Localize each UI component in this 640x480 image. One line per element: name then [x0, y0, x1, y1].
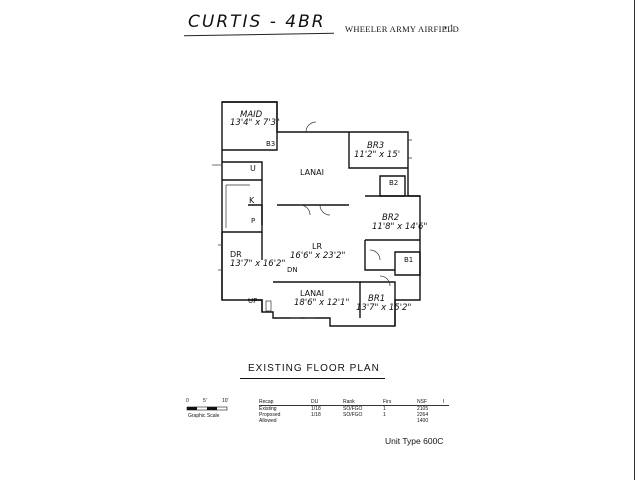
table-row: Proposed 1/18 SO/FGO 1 2264	[259, 412, 449, 418]
scale-tick-label: 10'	[222, 398, 229, 404]
table-header: NSF	[417, 399, 443, 406]
br1-wall	[360, 281, 396, 326]
door-swing	[299, 204, 311, 216]
kitchen-counter	[225, 184, 250, 228]
room-label-maid: MAID	[240, 110, 263, 120]
maid-room-wall	[222, 101, 278, 151]
table-cell: 1	[383, 412, 386, 418]
room-label-br2: BR2	[382, 213, 400, 223]
kitchen-wall	[222, 180, 263, 233]
room-dims-br1: 13'7" x 15'2"	[356, 303, 412, 313]
utility-wall	[222, 161, 263, 181]
room-label-lanai-bottom: LANAI	[300, 289, 324, 298]
pantry-wall	[248, 204, 263, 225]
stair-up	[248, 299, 263, 312]
room-label-br3: BR3	[367, 141, 385, 151]
table-cell: 1400	[417, 418, 429, 424]
handwritten-title: CURTIS - 4BR	[188, 12, 326, 32]
room-dims-maid: 13'4" x 7'3"	[230, 118, 280, 128]
table-header: I	[443, 399, 449, 406]
room-dims-br3: 11'2" x 15'	[354, 150, 401, 160]
table-row: Existing 1/18 SO/FGO 1 2105	[259, 406, 449, 413]
page-mark: • 1	[444, 23, 454, 33]
table-cell: 2264	[417, 412, 429, 418]
window	[408, 139, 412, 159]
room-dims-lanai-bottom: 18'6" x 12'1"	[294, 298, 350, 308]
br2-wall	[365, 195, 420, 241]
room-dims-dr: 13'7" x 16'2"	[230, 259, 286, 269]
scale-tick-label: 0	[186, 398, 189, 404]
table-cell	[311, 418, 343, 424]
caption-underline	[240, 378, 385, 379]
room-label-lr: LR	[312, 242, 323, 251]
room-label-lanai-top: LANAI	[300, 168, 324, 177]
door-swing	[369, 249, 381, 261]
project-header: WHEELER ARMY AIRFIELD	[345, 24, 460, 34]
table-cell: 1/18	[311, 412, 321, 418]
room-label-k: K	[249, 196, 255, 205]
scale-label: Graphic Scale	[188, 413, 220, 419]
stair-treads	[265, 300, 272, 312]
door-swing	[319, 204, 331, 216]
table-cell: 2105	[417, 406, 429, 412]
room-label-br1: BR1	[368, 294, 386, 304]
table-cell: SO/FGO	[343, 406, 363, 412]
table-cell: SO/FGO	[343, 412, 363, 418]
room-label-b3: B3	[266, 140, 276, 148]
table-row: Allowed 1400	[259, 418, 449, 424]
room-label-b2: B2	[389, 179, 399, 187]
table-cell: 1/18	[311, 406, 321, 412]
unit-type-label: Unit Type 600C	[385, 436, 444, 446]
table-header: Rank	[343, 399, 383, 406]
graphic-scale-bar	[186, 406, 228, 411]
scale-tick-label: 5'	[203, 398, 207, 404]
table-header: Recap	[259, 399, 311, 406]
room-label-dn: DN	[287, 266, 298, 274]
table-header: DU	[311, 399, 343, 406]
room-label-p: P	[251, 217, 256, 225]
room-dims-lr: 16'6" x 23'2"	[290, 251, 346, 261]
room-label-b1: B1	[404, 256, 414, 264]
window	[218, 244, 222, 271]
dining-wall	[221, 232, 263, 300]
room-label-u: U	[250, 164, 256, 173]
table-cell: Proposed	[259, 412, 281, 418]
table-cell	[343, 418, 383, 424]
page-edge-line	[634, 0, 635, 480]
hall-wall	[364, 240, 395, 271]
table-cell: Existing	[259, 406, 277, 412]
bath1-wall	[394, 251, 421, 276]
plan-caption: EXISTING FLOOR PLAN	[248, 363, 380, 374]
room-label-up: UP	[248, 297, 258, 305]
table-cell: Allowed	[259, 418, 277, 424]
table-cell	[383, 418, 417, 424]
room-dims-br2: 11'8" x 14'6"	[372, 222, 428, 232]
door-swing	[379, 275, 391, 287]
door-swing	[305, 121, 317, 133]
table-header: Firs	[383, 399, 417, 406]
area-recap-table: Recap DU Rank Firs NSF I Existing 1/18 S…	[259, 399, 449, 424]
table-cell: 1	[383, 406, 386, 412]
br3-wall	[348, 132, 408, 169]
room-label-dr: DR	[230, 250, 242, 259]
